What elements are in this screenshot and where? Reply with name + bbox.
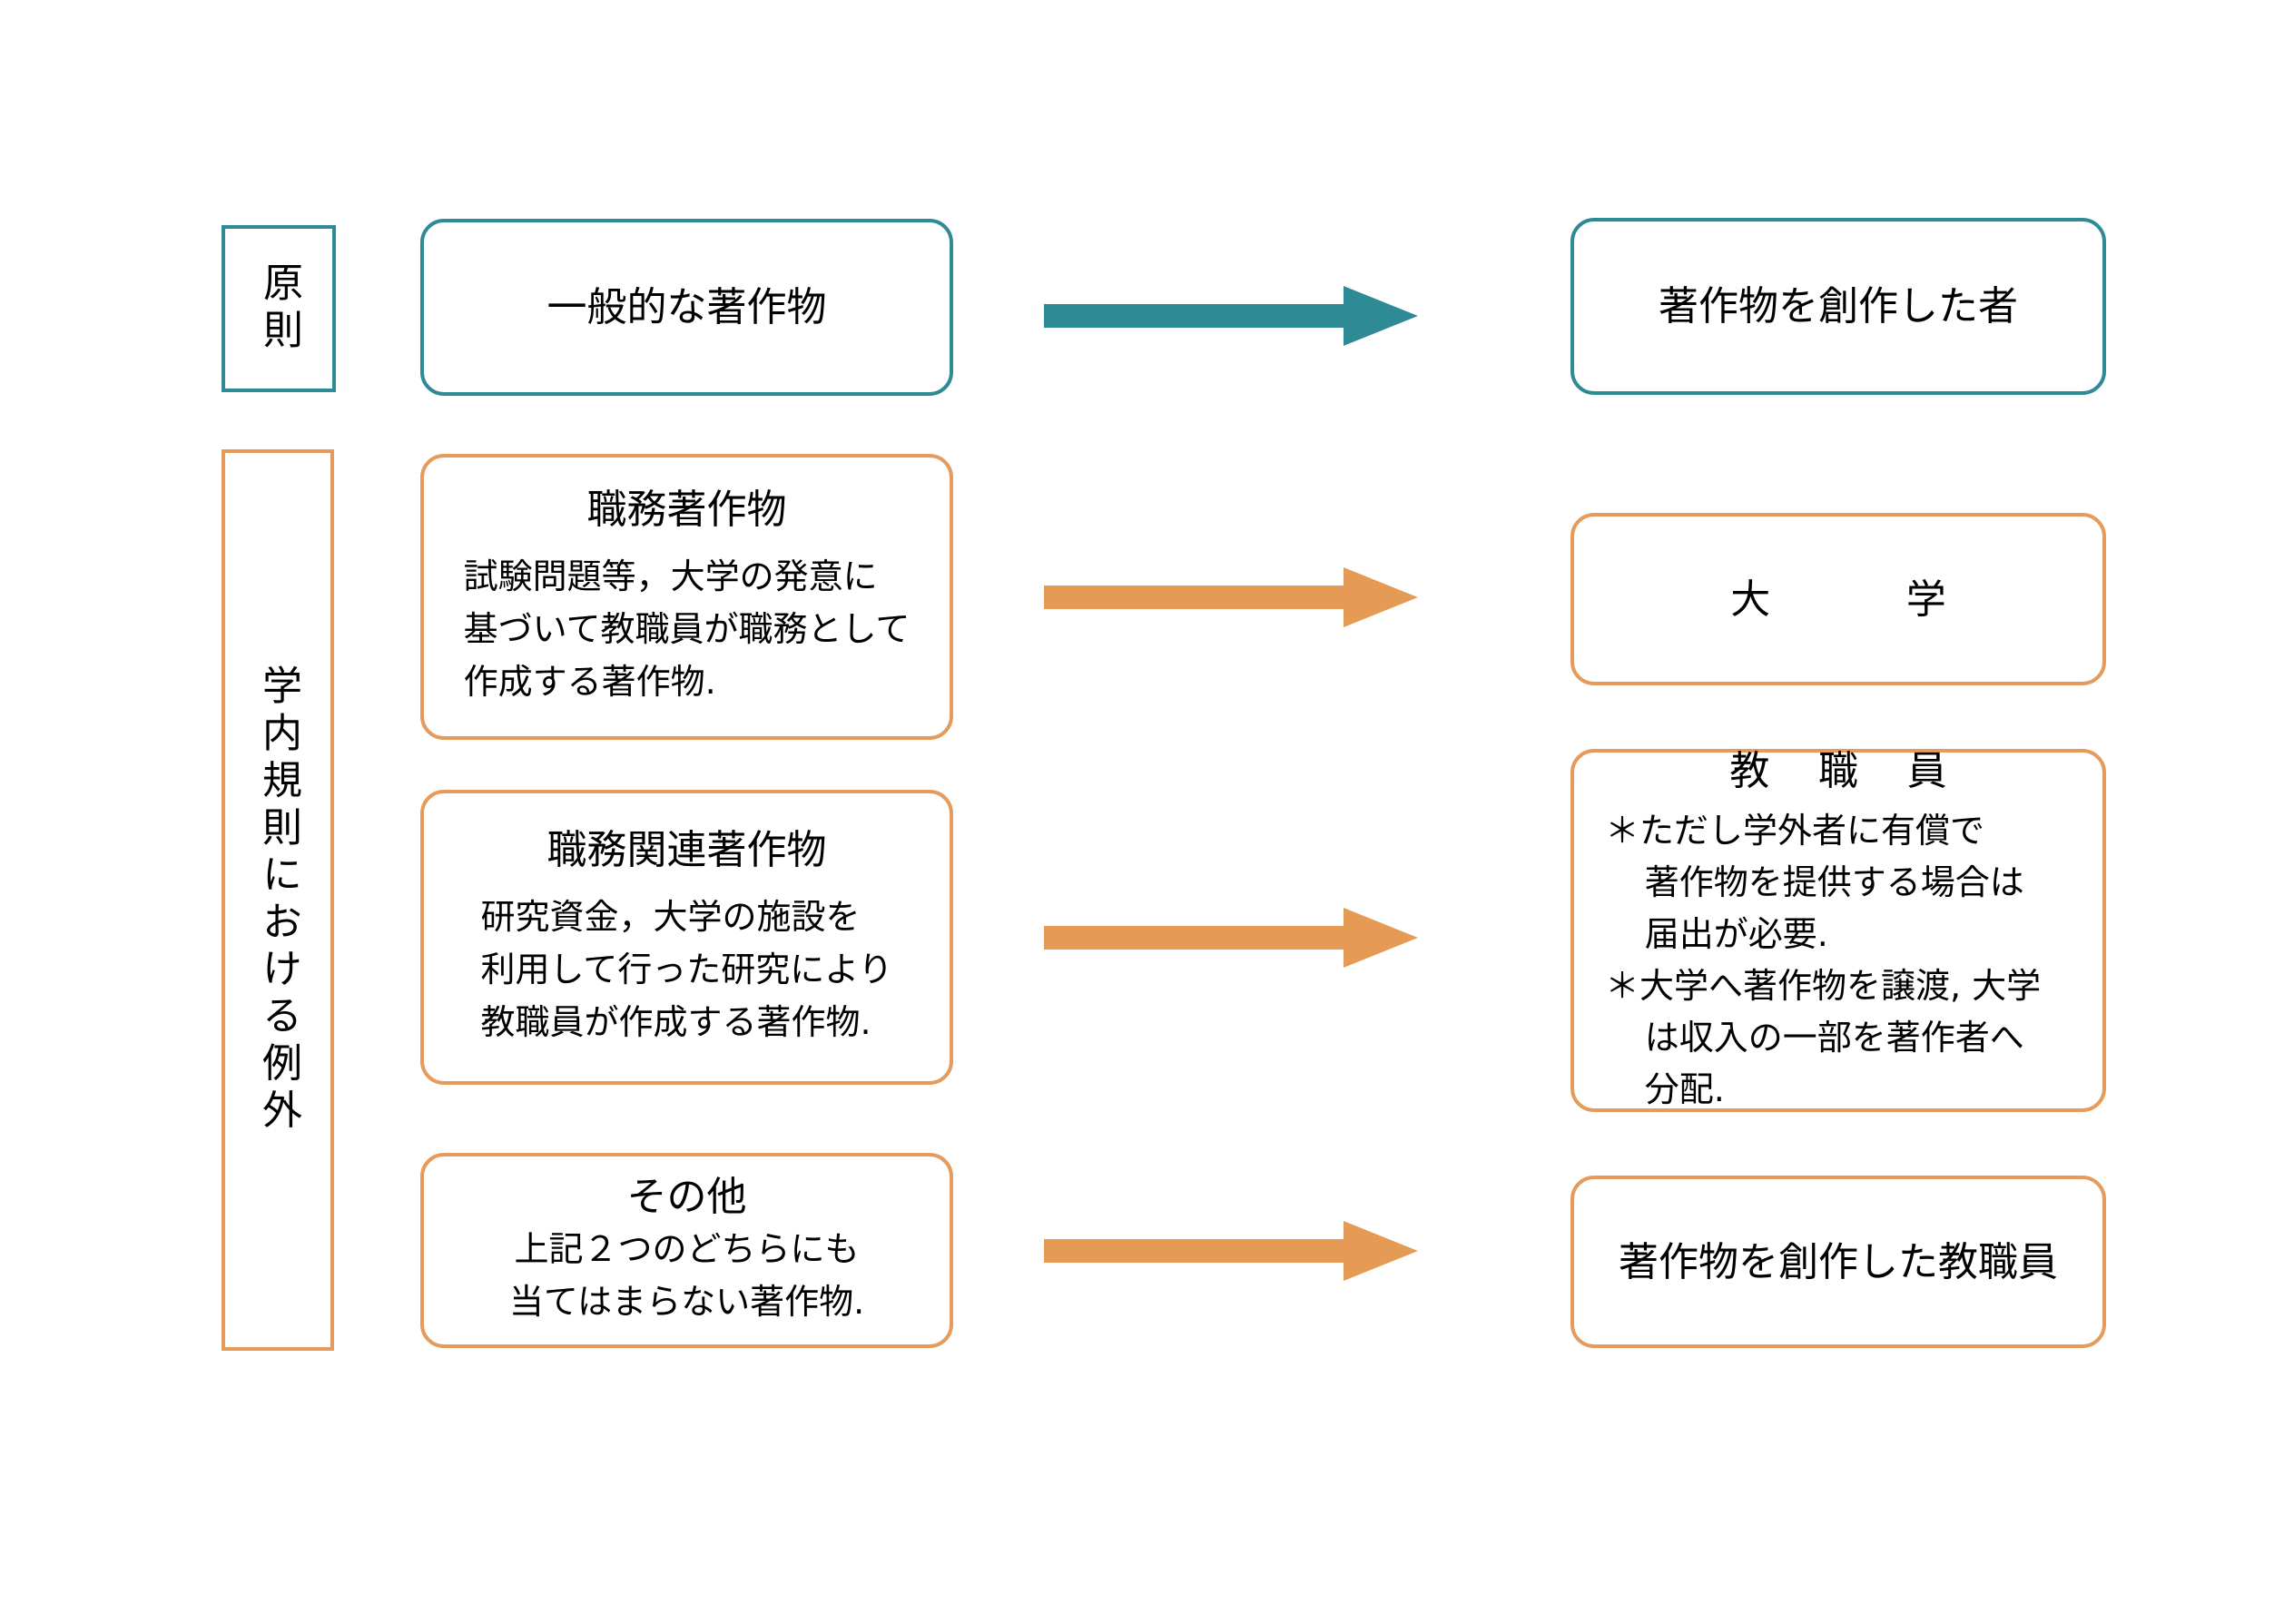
source-title-duty-related: 職務関連著作物 (546, 827, 827, 874)
target-title-creator-faculty: 著作物を創作した教職員 (1619, 1238, 2058, 1285)
source-box-work-for-hire: 職務著作物 試験問題等，大学の発意に 基づいて教職員が職務として 作成する著作物… (420, 454, 953, 740)
target-box-university: 大 学 (1570, 513, 2106, 685)
target-box-faculty: 教 職 員 ＊ただし学外者に有償で 著作物を提供する場合は 届出が必要. ＊大学… (1570, 747, 2106, 1112)
source-box-other: その他 上記２つのどちらにも 当てはまらない著作物. (420, 1153, 953, 1348)
side-label-exception: 学内規則における例外 (222, 449, 334, 1351)
side-label-exception-text: 学内規則における例外 (255, 664, 301, 1137)
source-body-other: 上記２つのどちらにも 当てはまらない著作物. (508, 1229, 865, 1322)
source-title-other: その他 (626, 1174, 747, 1221)
side-label-principle-text: 原則 (256, 261, 302, 356)
source-body-duty-related: 研究資金，大学の施設を 利用して行った研究により 教職員が作成する著作物. (480, 897, 893, 1042)
target-note-2: ＊大学へ著作物を譲渡, 大学 は収入の一部を著作者へ 分配. (1605, 965, 2042, 1109)
target-note-1: ＊ただし学外者に有償で 著作物を提供する場合は 届出が必要. (1605, 810, 2024, 954)
source-box-principle: 一般的な著作物 (420, 219, 953, 396)
source-body-work-for-hire: 試験問題等，大学の発意に 基づいて教職員が職務として 作成する著作物. (463, 556, 911, 702)
arrow-right-orange-work-for-hire (1044, 567, 1418, 627)
arrow-right-teal-principle (1044, 286, 1418, 346)
arrow-right-orange-other (1044, 1221, 1418, 1281)
source-box-duty-related: 職務関連著作物 研究資金，大学の施設を 利用して行った研究により 教職員が作成す… (420, 790, 953, 1085)
source-title-work-for-hire: 職務著作物 (586, 487, 787, 534)
target-notes-faculty: ＊ただし学外者に有償で 著作物を提供する場合は 届出が必要. ＊大学へ著作物を譲… (1574, 805, 2102, 1116)
source-title-principle: 一般的な著作物 (546, 284, 827, 330)
side-label-principle: 原則 (222, 225, 336, 392)
target-box-principle: 著作物を創作した者 (1570, 218, 2106, 395)
arrow-right-orange-duty-related (1044, 908, 1418, 968)
target-box-creator-faculty: 著作物を創作した教職員 (1570, 1176, 2106, 1348)
target-title-principle: 著作物を創作した者 (1659, 283, 2018, 330)
target-title-faculty: 教 職 員 (1729, 747, 1965, 794)
target-title-university: 大 学 (1730, 576, 1994, 623)
